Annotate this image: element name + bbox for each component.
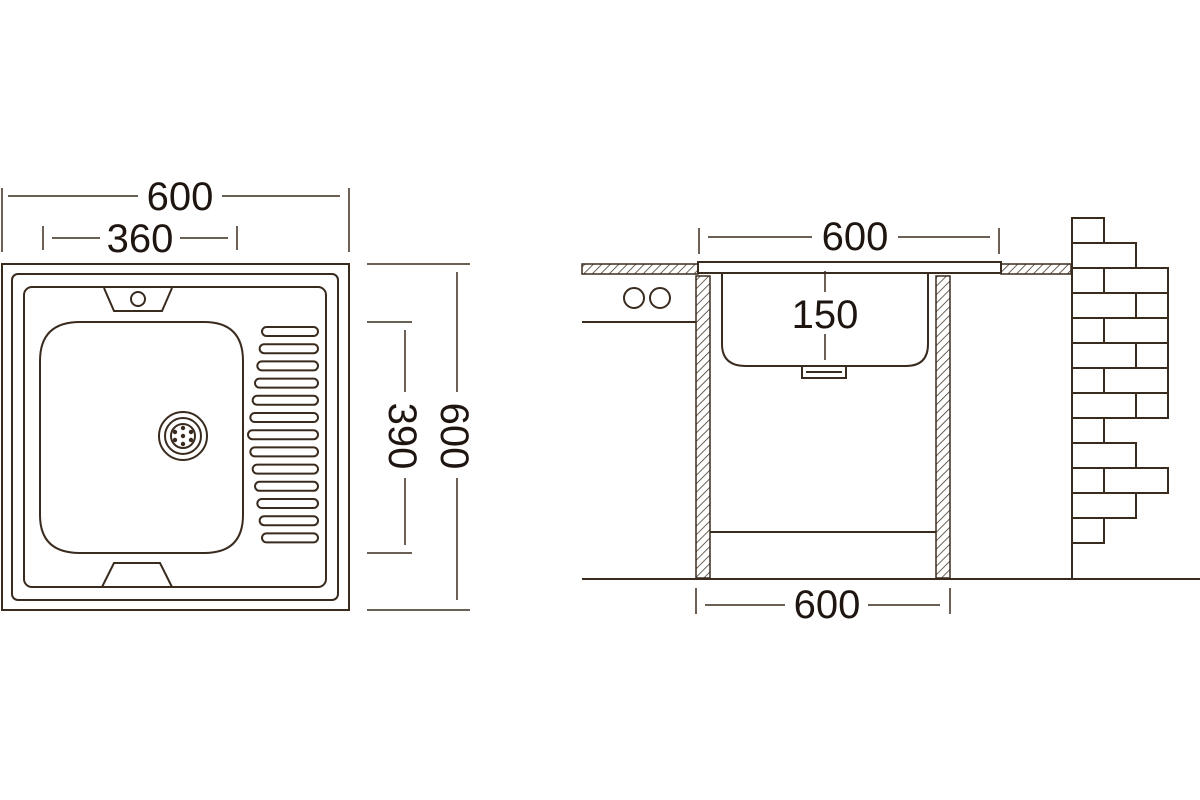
- cabinet-left-panel: [695, 275, 711, 579]
- bowl-depth-dimension: 390: [367, 321, 424, 554]
- top-depth-dimension: 600: [367, 263, 476, 611]
- bowl-width-label: 360: [107, 217, 174, 261]
- drainer-groove: [261, 326, 319, 337]
- brick: [1071, 517, 1105, 544]
- brick: [1071, 467, 1105, 494]
- drainer-groove: [254, 377, 319, 389]
- top-depth-label: 600: [432, 403, 476, 470]
- overflow-tab-bottom: [101, 562, 173, 588]
- top-view: 600 360: [1, 175, 476, 611]
- sink-bowl-side: [721, 273, 929, 367]
- top-width-label: 600: [147, 175, 214, 219]
- brick: [1071, 442, 1137, 469]
- drainer-groove: [254, 480, 319, 492]
- drainer-groove: [251, 463, 320, 475]
- sink-rim-side: [697, 261, 1002, 274]
- brick: [1071, 392, 1137, 419]
- drainer-groove: [256, 360, 320, 372]
- brick: [1103, 467, 1169, 494]
- drainer-groove: [251, 394, 320, 406]
- cabinet-right-panel: [935, 275, 951, 579]
- sink-inner-rim: [11, 273, 339, 601]
- drainer-groove: [247, 429, 319, 441]
- side-sink-width-label: 600: [822, 215, 889, 259]
- countertop-left: [581, 263, 699, 275]
- bowl-width-dimension: 360: [42, 217, 238, 261]
- brick: [1071, 417, 1105, 444]
- brick: [1103, 367, 1169, 394]
- drainer-groove: [261, 532, 319, 544]
- sink-deck: [23, 286, 327, 588]
- side-view: 600 150: [581, 215, 1200, 627]
- drainer-groove: [249, 412, 319, 423]
- brick-wall: [1071, 217, 1169, 579]
- brick: [1071, 367, 1105, 394]
- bowl-height-label: 150: [792, 293, 859, 337]
- bowl-height-dimension: 150: [792, 271, 859, 360]
- brick: [1071, 317, 1105, 344]
- brick: [1135, 292, 1169, 319]
- brick: [1135, 342, 1169, 369]
- drainer-groove: [258, 343, 319, 355]
- bowl-depth-label: 390: [380, 403, 424, 470]
- side-sink-width-dimension: 600: [698, 215, 1000, 259]
- overflow-tab-top: [103, 287, 173, 312]
- knob-icon: [649, 287, 671, 309]
- brick: [1103, 317, 1169, 344]
- cabinet-width-label: 600: [794, 583, 861, 627]
- brick: [1071, 267, 1105, 294]
- brick: [1071, 242, 1137, 269]
- sink-outer-rim: [1, 263, 350, 611]
- overflow-hole: [130, 291, 146, 307]
- countertop-right: [1000, 263, 1072, 275]
- brick: [1103, 267, 1169, 294]
- drain-outlet: [801, 366, 847, 379]
- drainer-groove: [258, 515, 319, 527]
- drainer-grooves: [247, 326, 320, 544]
- cabinet-width-dimension: 600: [695, 583, 951, 627]
- brick: [1071, 217, 1105, 244]
- knob-icon: [623, 287, 645, 309]
- top-width-dimension: 600: [1, 175, 350, 252]
- drainer-groove: [249, 446, 319, 458]
- drainer-groove: [256, 498, 320, 509]
- brick: [1071, 342, 1137, 369]
- brick: [1071, 292, 1137, 319]
- sink-bowl: [39, 321, 244, 554]
- brick: [1135, 392, 1169, 419]
- brick: [1071, 492, 1137, 519]
- drain-icon: [158, 411, 208, 461]
